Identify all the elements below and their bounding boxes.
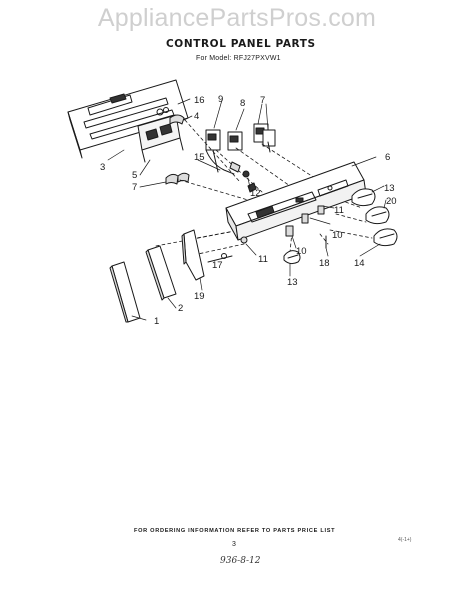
callout-6: 6 — [385, 152, 390, 163]
ordering-note: FOR ORDERING INFORMATION REFER TO PARTS … — [134, 528, 336, 534]
side-panels — [109, 229, 205, 323]
callout-13b: 13 — [287, 277, 298, 288]
callout-3: 3 — [100, 162, 105, 173]
callout-12: 12 — [250, 188, 261, 199]
callout-5: 5 — [132, 170, 137, 181]
callout-2: 2 — [178, 303, 183, 314]
page-number: 3 — [232, 541, 236, 548]
callout-11: 11 — [258, 254, 268, 265]
diagram-title: CONTROL PANEL PARTS — [166, 38, 316, 50]
callout-10b: 10 — [332, 230, 343, 241]
callout-11b: 11 — [334, 205, 344, 216]
top-switches — [205, 123, 276, 173]
callout-18: 18 — [319, 258, 330, 269]
callout-1: 1 — [154, 316, 159, 327]
knobs — [283, 188, 398, 265]
callout-10: 10 — [296, 246, 307, 257]
wire-harness — [205, 149, 235, 175]
rear-panel — [67, 79, 189, 159]
model-line: For Model: RFJ27PXVW1 — [196, 55, 281, 62]
watermark: AppliancePartsPros.com — [97, 4, 377, 32]
callout-4: 4 — [194, 111, 199, 122]
callout-9: 9 — [218, 94, 223, 105]
fasteners — [207, 182, 327, 263]
callout-14: 14 — [354, 258, 365, 269]
clips — [165, 114, 190, 185]
side-code: 4(-1+) — [398, 537, 412, 543]
callout-8: 8 — [240, 98, 245, 109]
callout-17: 17 — [212, 260, 223, 271]
callout-20: 20 — [386, 196, 397, 207]
handwritten-code: 936-8-12 — [220, 556, 261, 566]
callout-15: 15 — [194, 152, 205, 163]
callout-16: 16 — [194, 95, 205, 106]
callout-7: 7 — [260, 95, 265, 106]
callout-7b: 7 — [132, 182, 137, 193]
callout-13: 13 — [384, 183, 395, 194]
callout-19: 19 — [194, 291, 205, 302]
